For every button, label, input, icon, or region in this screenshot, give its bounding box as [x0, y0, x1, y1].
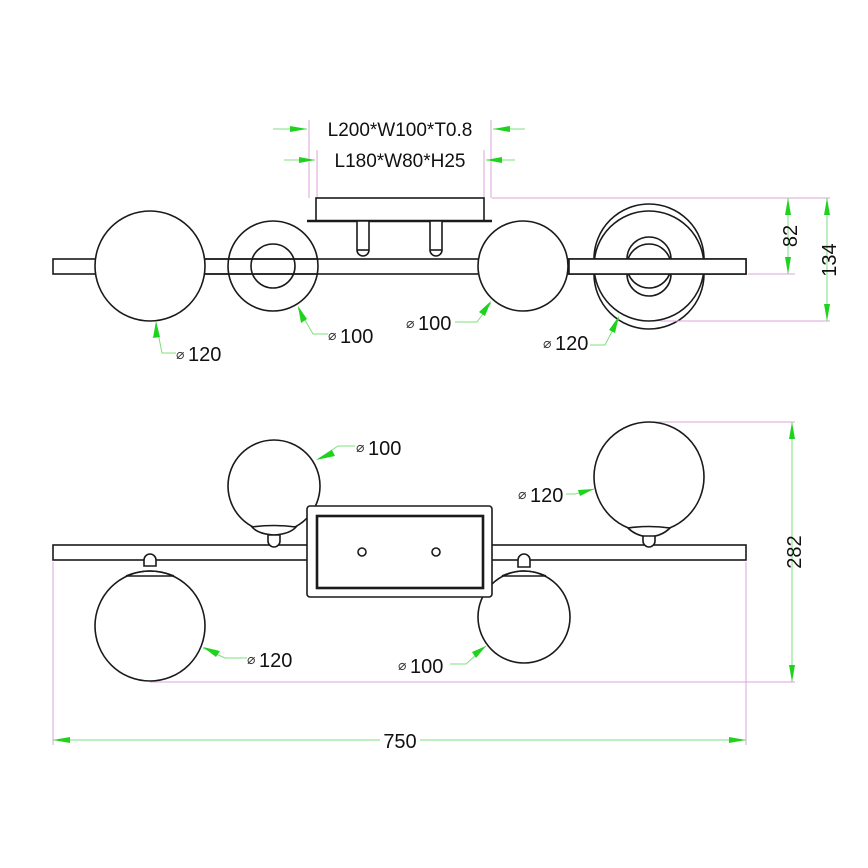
globe-120-upper-right	[593, 421, 705, 533]
svg-text:⌀: ⌀	[356, 440, 365, 456]
svg-text:⌀: ⌀	[398, 658, 407, 674]
screw-hole	[431, 547, 441, 557]
canopy-box	[315, 197, 485, 222]
diameter-label: 120	[530, 485, 563, 507]
globe-120-far-left	[94, 210, 206, 322]
globe-100-right-center	[477, 220, 569, 312]
screw-hole	[357, 547, 367, 557]
front-view: 282 750 ⌀ 100 ⌀ 120 ⌀ 120	[52, 421, 806, 753]
top-view: L200*W100*T0.8 L180*W80*H25	[52, 120, 841, 366]
height-134-dimension: 134	[819, 198, 841, 321]
leader-globe-lower-right: ⌀ 100	[398, 645, 487, 678]
canopy-plate-label: L200*W100*T0.8	[328, 120, 473, 141]
globe-socket	[143, 553, 157, 567]
leader-globe-right-center: ⌀ 100	[406, 301, 492, 335]
diameter-label: 120	[555, 333, 588, 355]
leader-globe-upper-left: ⌀ 100	[316, 438, 401, 460]
canopy-box-dimension: L180*W80*H25	[284, 151, 515, 172]
canopy-plate-dimension: L200*W100*T0.8	[273, 120, 525, 141]
diameter-label: 120	[259, 650, 292, 672]
globe-120-lower-left	[94, 570, 206, 682]
svg-text:⌀: ⌀	[518, 487, 527, 503]
globe-socket	[267, 534, 281, 548]
diameter-label: 100	[410, 656, 443, 678]
arm-bar-right-end	[568, 258, 747, 275]
leader-globe-far-left: ⌀ 120	[153, 321, 221, 366]
diameter-label: 100	[340, 326, 373, 348]
height-282-label: 282	[784, 535, 806, 568]
canopy-box-label: L180*W80*H25	[335, 151, 466, 172]
globe-100-left-ring	[227, 220, 319, 312]
diameter-label: 100	[418, 313, 451, 335]
globe-socket	[642, 535, 656, 548]
globe-ring-inner	[250, 243, 296, 289]
width-750-dimension: 750	[53, 728, 746, 753]
leader-globe-lower-left: ⌀ 120	[202, 647, 292, 672]
height-282-dimension: 282	[784, 422, 806, 682]
canopy-plate-front	[306, 505, 493, 598]
svg-text:⌀: ⌀	[247, 652, 256, 668]
width-750-label: 750	[383, 731, 416, 753]
globe-socket	[517, 553, 531, 568]
diameter-label: 120	[188, 344, 221, 366]
diameter-label: 100	[368, 438, 401, 460]
svg-text:⌀: ⌀	[406, 316, 415, 332]
leader-globe-far-right: ⌀ 120	[543, 316, 620, 355]
leader-globe-upper-right: ⌀ 120	[518, 485, 595, 507]
svg-text:⌀: ⌀	[328, 328, 337, 344]
height-134-label: 134	[819, 243, 841, 276]
svg-text:⌀: ⌀	[543, 336, 552, 352]
canopy-box-front	[315, 514, 485, 590]
mount-stems	[356, 220, 443, 257]
svg-text:⌀: ⌀	[176, 347, 185, 363]
height-82-dimension: 82	[780, 198, 802, 274]
leader-globe-left-ring: ⌀ 100	[297, 306, 373, 348]
height-82-label: 82	[780, 225, 802, 247]
